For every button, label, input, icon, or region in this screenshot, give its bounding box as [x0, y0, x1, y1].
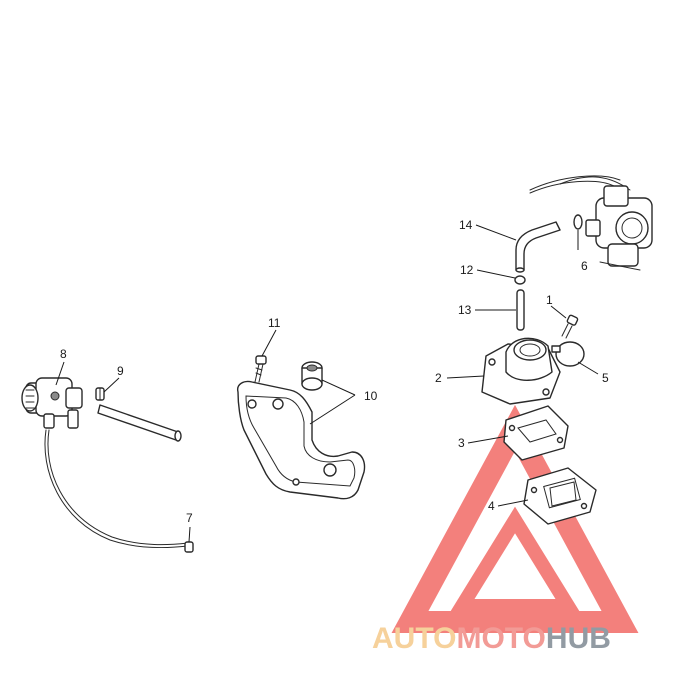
- part-6-label: 6: [581, 259, 588, 273]
- leader-lines: [55, 224, 599, 543]
- part-1-bolt: [561, 314, 579, 339]
- watermark-auto: AUTO: [372, 622, 456, 655]
- watermark-triangle-logo: [391, 404, 639, 633]
- part-3-label: 3: [458, 436, 465, 450]
- part-8-fuel-tap: [21, 377, 83, 429]
- part-9-label: 9: [117, 364, 124, 378]
- part-3-gasket: [503, 405, 569, 461]
- part-13-pipe: [516, 289, 525, 331]
- part-8-label: 8: [60, 347, 67, 361]
- part-5-label: 5: [602, 371, 609, 385]
- automotohub-watermark: AUTOMOTOHUB: [372, 404, 639, 655]
- fuel-hose-short: [97, 404, 182, 442]
- part-7-label: 7: [186, 511, 193, 525]
- part-14-bent-tube: [515, 221, 561, 273]
- watermark-moto: MOTO: [456, 622, 545, 655]
- part-10-fitting: [301, 361, 323, 391]
- watermark-hub: HUB: [546, 622, 611, 655]
- part-9-clip: [95, 387, 105, 401]
- part-10-label: 10: [364, 389, 378, 403]
- part-12-clip: [514, 275, 526, 285]
- part-4-label: 4: [488, 499, 495, 513]
- part-2-intake-manifold: [481, 337, 561, 405]
- part-11-screw: [254, 355, 267, 383]
- part-13-label: 13: [458, 303, 472, 317]
- part-2-label: 2: [435, 371, 442, 385]
- carburetor-assembly: [529, 175, 653, 271]
- part-6-washer: [573, 214, 583, 230]
- watermark-text: AUTOMOTOHUB: [372, 622, 611, 655]
- part-10-cover-plate: [237, 380, 366, 500]
- part-4-reed-plate: [523, 467, 597, 525]
- part-5-clamp: [551, 341, 585, 367]
- fuel-hose-long: [44, 429, 189, 549]
- part-14-label: 14: [459, 218, 473, 232]
- part-1-label: 1: [546, 293, 553, 307]
- part-7-clip: [184, 541, 194, 553]
- part-11-label: 11: [268, 316, 281, 330]
- part-12-label: 12: [460, 263, 474, 277]
